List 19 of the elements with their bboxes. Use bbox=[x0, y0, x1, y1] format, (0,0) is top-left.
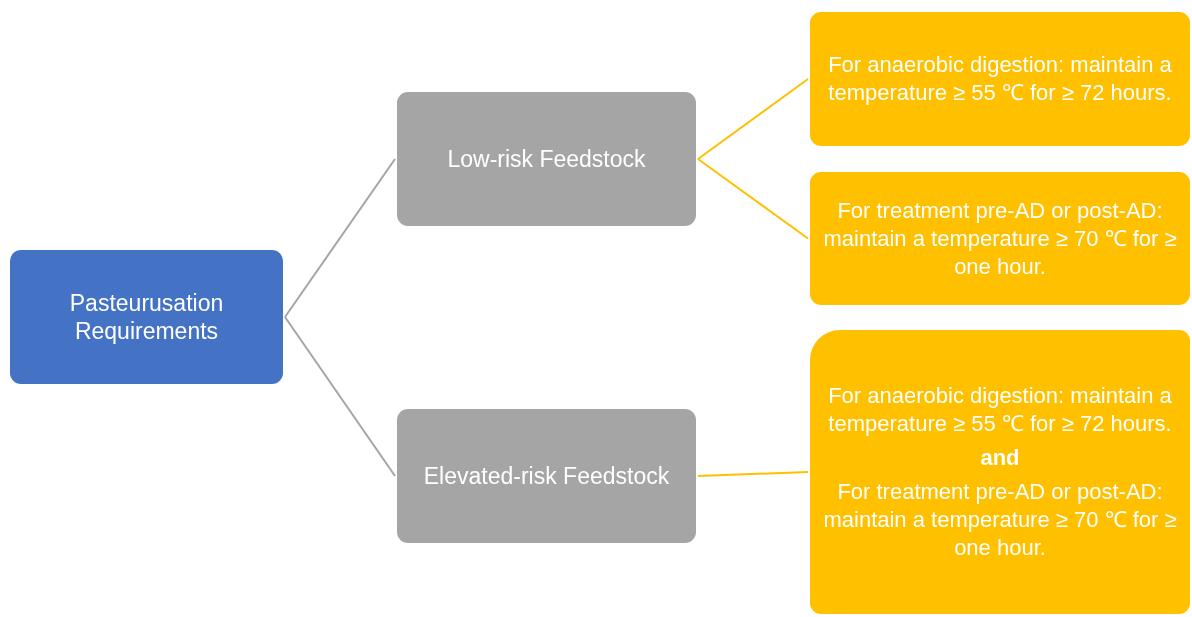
requirement-box bbox=[810, 330, 1190, 614]
node-label: For treatment pre-AD or post-AD: maintain a temperature ≥ 70 ℃ for ≥ one hour. bbox=[822, 478, 1178, 562]
node-label: For anaerobic digestion: maintain a temperature ≥ 55 ℃ for ≥ 72 hours. bbox=[827, 382, 1173, 438]
category-box bbox=[397, 92, 696, 226]
connector-line bbox=[697, 78, 809, 160]
requirement-box bbox=[810, 172, 1190, 305]
node-label: For treatment pre-AD or post-AD: maintain a temperature ≥ 70 ℃ for ≥ one hour. bbox=[822, 196, 1178, 281]
requirement-box bbox=[810, 12, 1190, 146]
category-box bbox=[397, 409, 696, 543]
connector-line bbox=[697, 471, 809, 477]
node-label: and bbox=[980, 444, 1020, 472]
node-label: For anaerobic digestion: maintain a temperature ≥ 55 ℃ for ≥ 72 hours. bbox=[827, 51, 1173, 107]
connector-line bbox=[697, 158, 809, 240]
connector-line bbox=[284, 316, 396, 477]
root-box bbox=[10, 250, 283, 384]
node-label: Pasteurusation Requirements bbox=[68, 289, 225, 345]
node-label: Low-risk Feedstock bbox=[447, 145, 646, 173]
node-label: Elevated-risk Feedstock bbox=[423, 462, 670, 490]
connector-line bbox=[284, 158, 396, 318]
